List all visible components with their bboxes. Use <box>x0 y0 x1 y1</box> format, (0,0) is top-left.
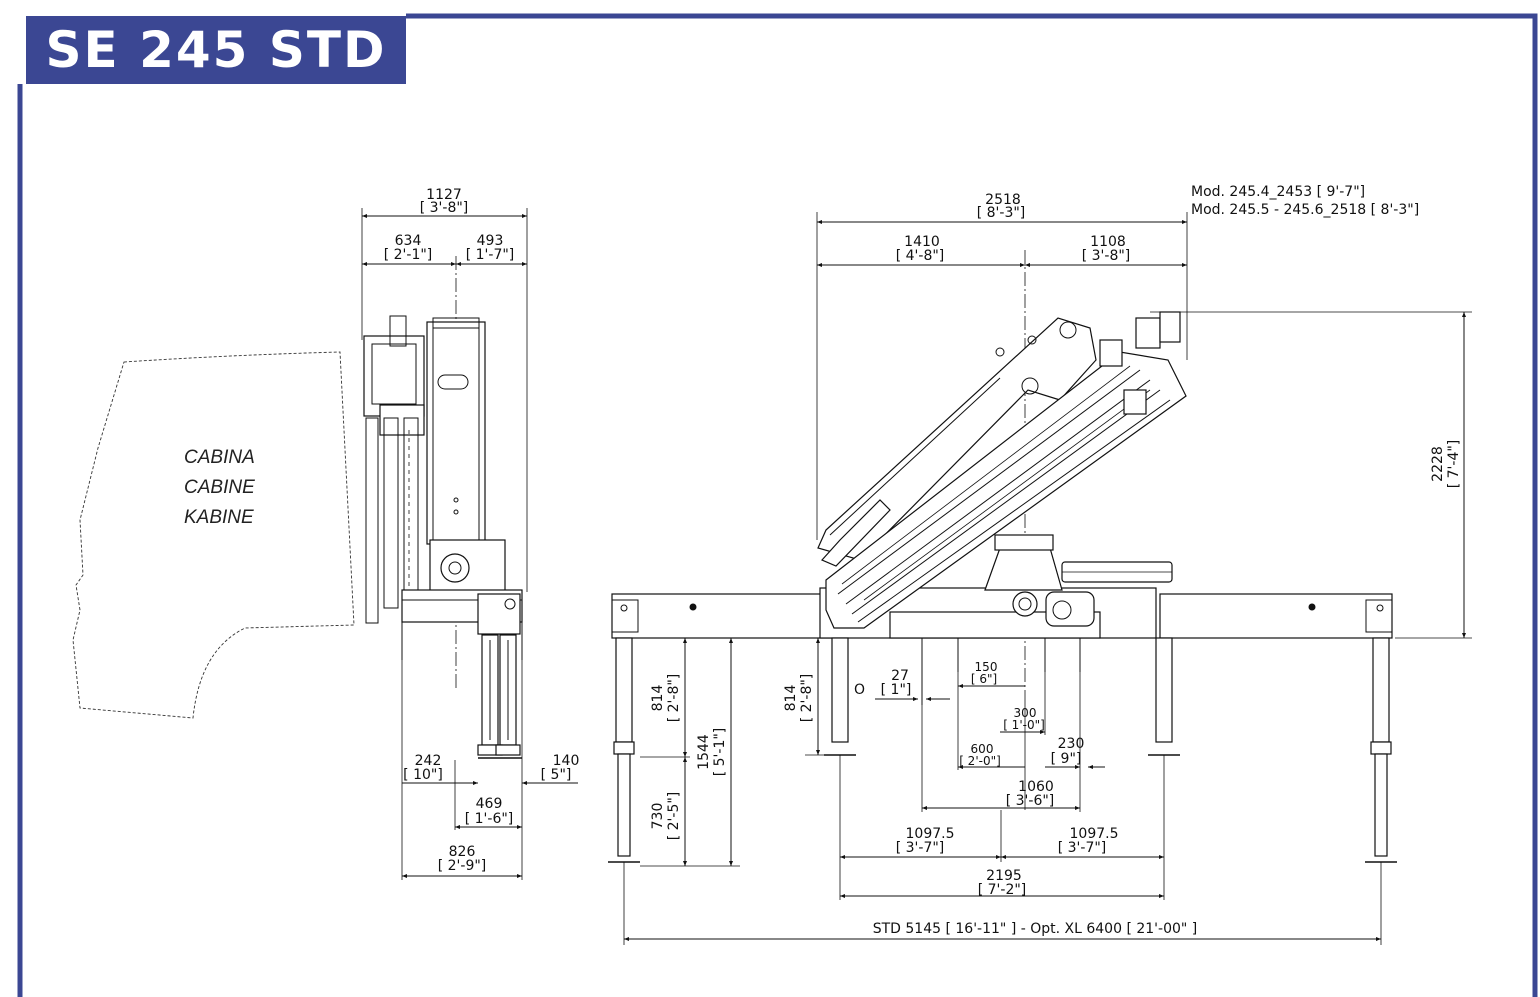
dim-1097-right-ft: [ 3'-7"] <box>1058 840 1107 856</box>
dim-overall: STD 5145 [ 16'-11" ] - Opt. XL 6400 [ 21… <box>873 921 1198 937</box>
dim-814-left-mm: 814 <box>650 685 666 712</box>
dim-1410-mm: 1410 <box>904 234 940 250</box>
dim-1060-mm: 1060 <box>1018 779 1054 795</box>
dim-140-mm: 140 <box>553 753 580 769</box>
dim-242-ft: [ 10"] <box>403 767 443 783</box>
dim-27-ft: [ 1"] <box>881 682 912 698</box>
title-banner: SE 245 STD <box>26 16 406 84</box>
dim-730-mm: 730 <box>650 803 666 830</box>
dim-2518-mm: 2518 <box>985 192 1021 208</box>
dim-826-mm: 826 <box>449 844 476 860</box>
dim-1097-left-mm: 1097.5 <box>906 826 955 842</box>
dim-2228-mm: 2228 <box>1430 446 1446 482</box>
dim-1108-mm: 1108 <box>1090 234 1126 250</box>
dim-27-mm: 27 <box>891 668 909 684</box>
dim-600-mm: 600 <box>971 742 994 756</box>
model-note-1: Mod. 245.4_2453 [ 9'-7"] <box>1191 184 1365 200</box>
dim-242-mm: 242 <box>415 753 442 769</box>
dim-814-inner-mm: 814 <box>783 685 799 712</box>
dim-2195-mm: 2195 <box>986 868 1022 884</box>
dim-1544-mm: 1544 <box>696 734 712 770</box>
crane-front-view <box>608 250 1397 863</box>
dim-730-ft: [ 2'-5"] <box>666 792 682 841</box>
dim-469-ft: [ 1'-6"] <box>465 811 514 827</box>
dim-2518-ft: [ 8'-3"] <box>977 205 1026 221</box>
dim-140-ft: [ 5"] <box>541 767 572 783</box>
dim-1410-ft: [ 4'-8"] <box>896 248 945 264</box>
page-title: SE 245 STD <box>45 21 387 79</box>
side-view-dimensions <box>361 208 578 880</box>
dim-2228-ft: [ 7'-4"] <box>1446 440 1462 489</box>
dim-814-inner-ft: [ 2'-8"] <box>799 674 815 723</box>
dim-634-mm: 634 <box>395 233 422 249</box>
model-note-2: Mod. 245.5 - 245.6_2518 [ 8'-3"] <box>1191 202 1419 218</box>
cab-label-it: CABINA <box>184 447 255 468</box>
dim-230-mm: 230 <box>1058 736 1085 752</box>
dim-1108-ft: [ 3'-8"] <box>1082 248 1131 264</box>
dim-1127-ft: [ 3'-8"] <box>420 200 469 216</box>
dim-1060-ft: [ 3'-6"] <box>1006 793 1055 809</box>
dim-230-ft: [ 9"] <box>1051 751 1082 767</box>
dim-469-mm: 469 <box>476 796 503 812</box>
dim-150-ft: [ 6"] <box>971 672 997 686</box>
dim-1097-right-mm: 1097.5 <box>1070 826 1119 842</box>
dim-600-ft: [ 2'-0"] <box>959 754 1001 768</box>
dim-826-ft: [ 2'-9"] <box>438 858 487 874</box>
crane-side-view <box>363 256 523 759</box>
dim-150-mm: 150 <box>975 660 998 674</box>
dim-1097-left-ft: [ 3'-7"] <box>896 840 945 856</box>
circle-mark-o: O <box>854 682 865 698</box>
dim-493-ft: [ 1'-7"] <box>466 247 515 263</box>
dim-2195-ft: [ 7'-2"] <box>978 882 1027 898</box>
dim-300-mm: 300 <box>1014 706 1037 720</box>
dim-634-ft: [ 2'-1"] <box>384 247 433 263</box>
truck-cab-outline <box>72 351 355 719</box>
dim-1544-ft: [ 5'-1"] <box>712 728 728 777</box>
dim-300-ft: [ 1'-0"] <box>1003 718 1045 732</box>
cab-label-de: KABINE <box>184 507 254 528</box>
cab-label-fr: CABINE <box>184 477 255 498</box>
dim-1127-mm: 1127 <box>426 187 462 203</box>
front-view-dimensions <box>623 212 1472 945</box>
dim-814-left-ft: [ 2'-8"] <box>666 674 682 723</box>
dim-493-mm: 493 <box>477 233 504 249</box>
